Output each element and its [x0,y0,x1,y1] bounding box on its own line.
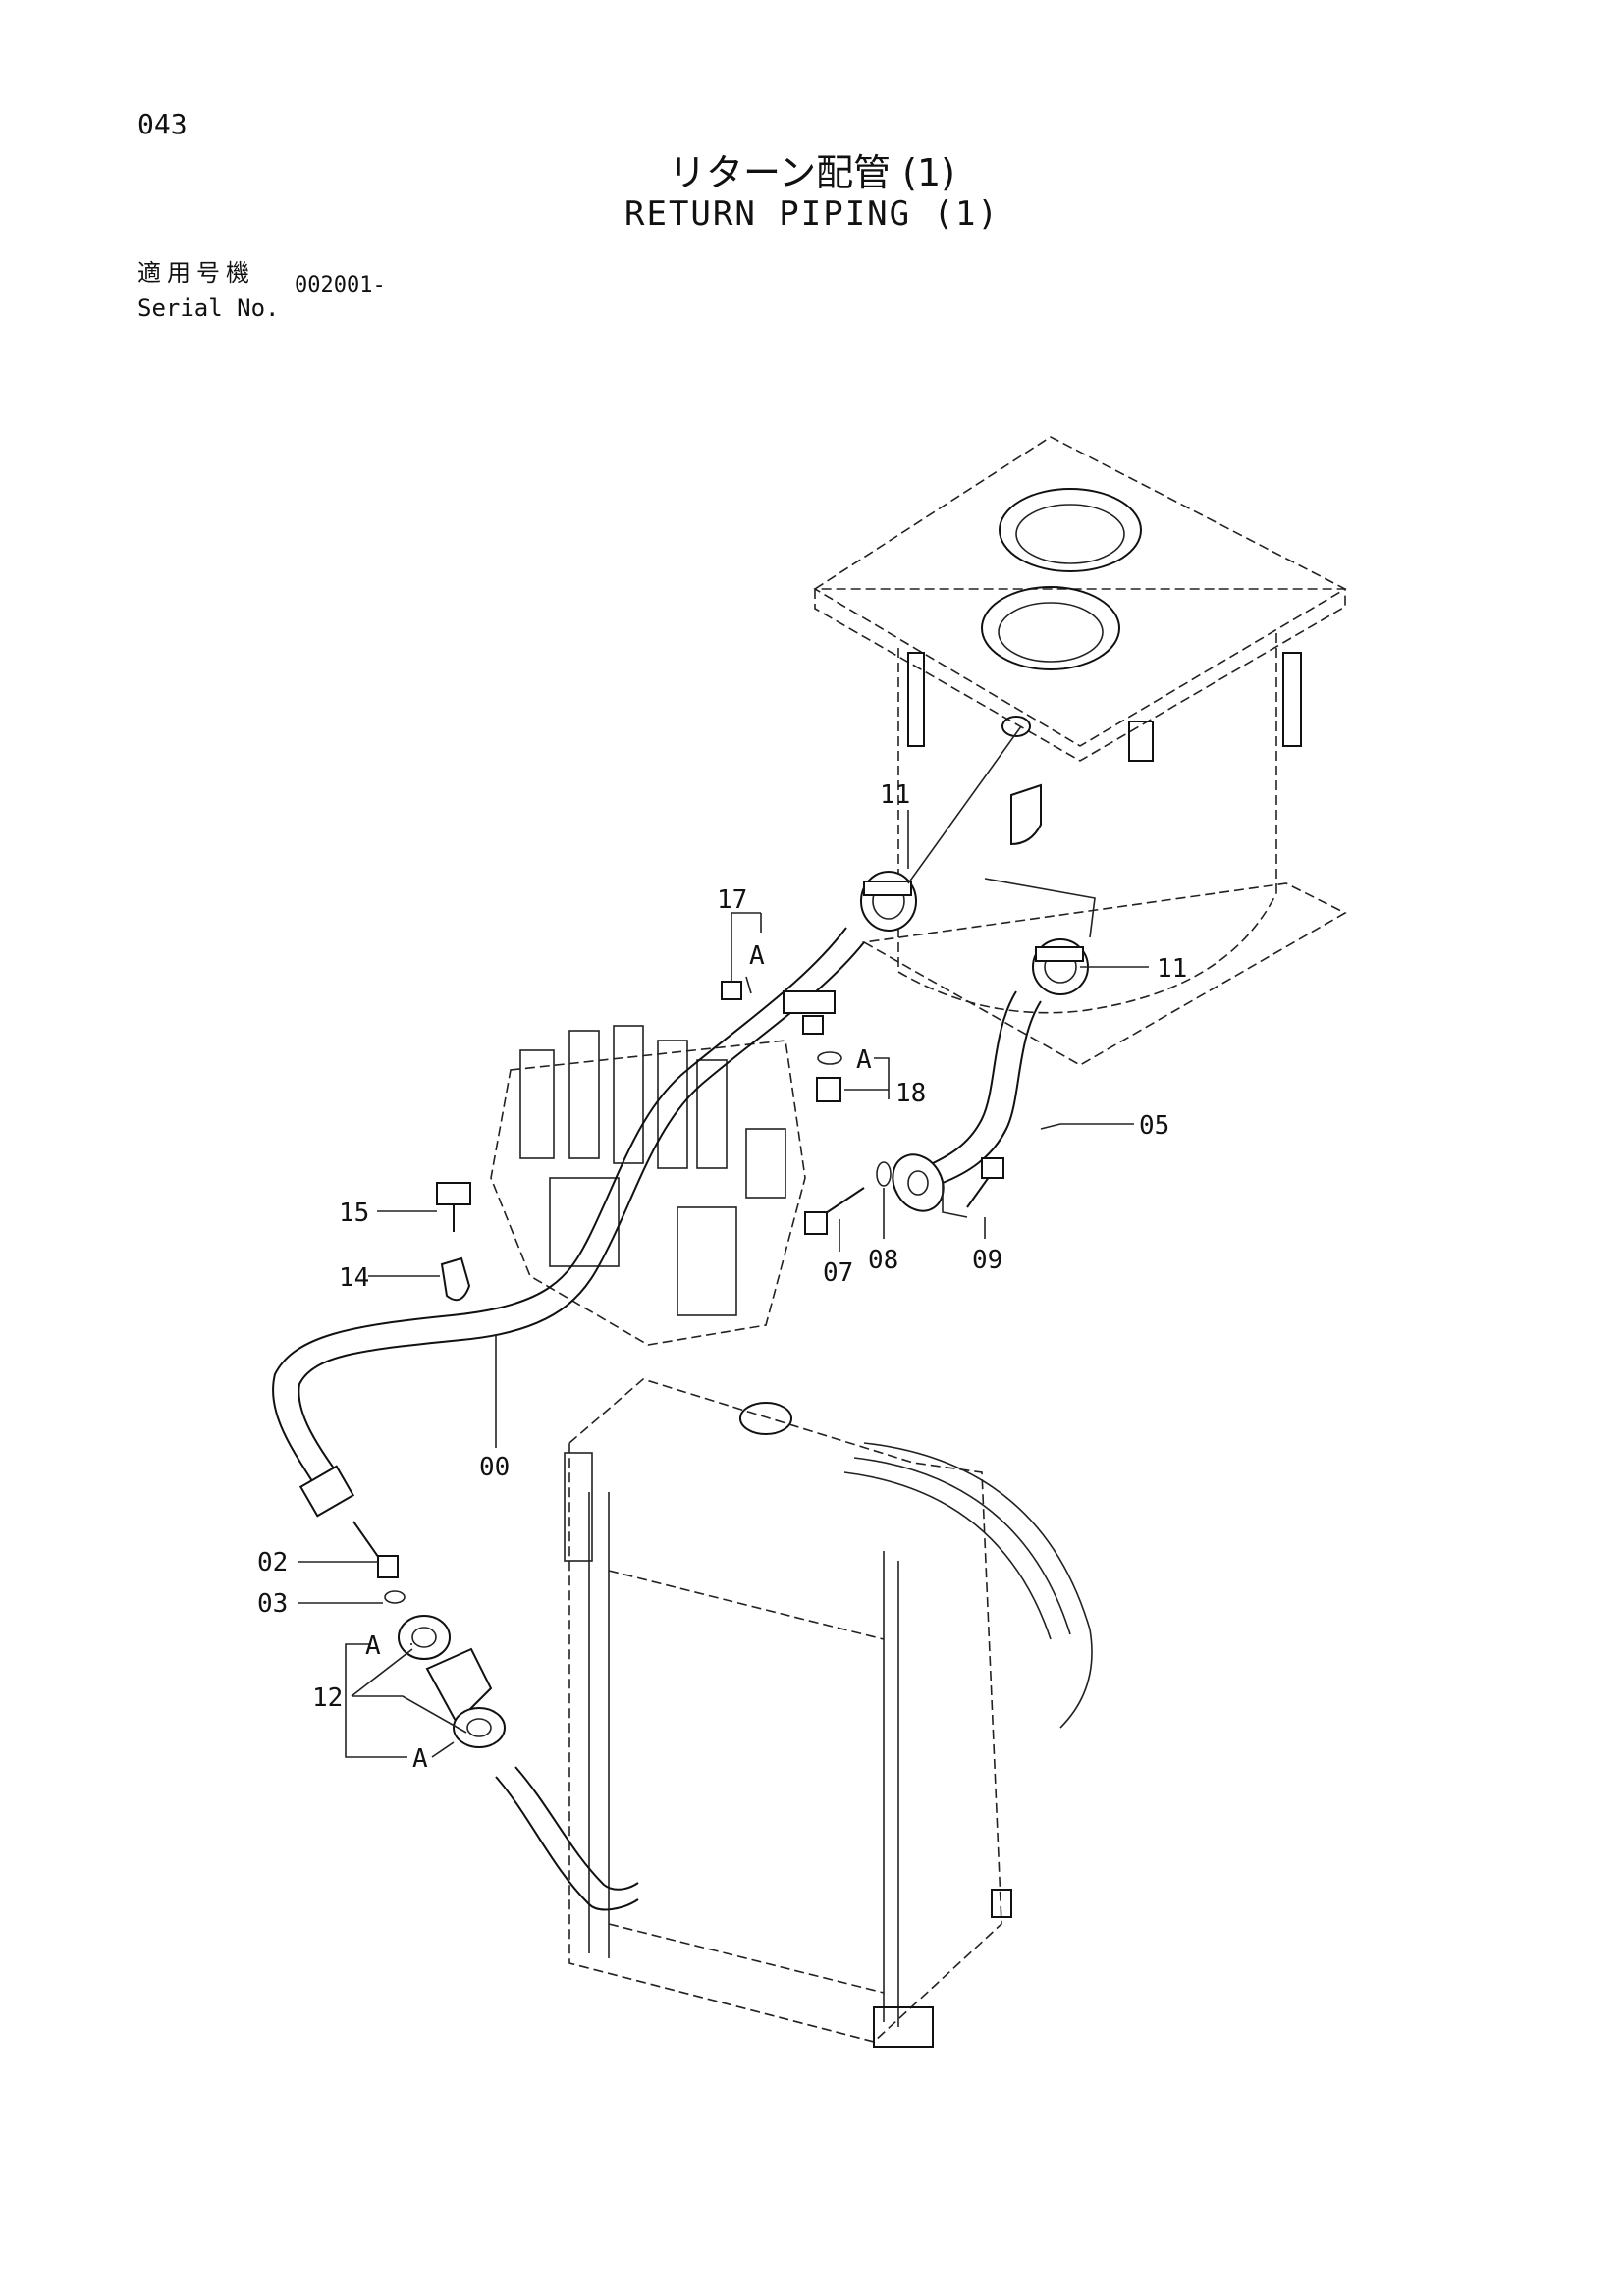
callout-11-lower: 11 [1157,954,1187,984]
callout-15: 15 [339,1199,369,1228]
clamp-14 [440,1256,471,1302]
serial-number-value: 002001- [295,273,386,297]
return-pipe-00 [272,927,865,1518]
callout-12: 12 [312,1683,343,1713]
page-title-english: RETURN PIPING (1) [624,194,1000,234]
plug-18 [816,1051,842,1102]
callout-02: 02 [257,1548,288,1577]
serial-label-japanese: 適用号機 [137,259,255,287]
callout-00: 00 [479,1453,510,1482]
hose-clamp-lower [1032,938,1089,995]
leader-lines [298,810,1149,1758]
control-valve [490,1025,806,1346]
callout-05: 05 [1139,1111,1169,1141]
callout-08: 08 [868,1246,898,1275]
o-ring-08 [876,1161,892,1187]
lower-hose [495,1766,639,1911]
callout-18: 18 [895,1079,926,1108]
callout-a-1: A [749,941,765,971]
joint-12 [398,1615,506,1748]
callout-07: 07 [823,1258,853,1288]
callout-03: 03 [257,1589,288,1619]
hydraulic-tank [813,436,1347,1066]
callout-17: 17 [717,885,747,915]
callout-09: 09 [972,1246,1002,1275]
bolt-07 [804,1187,865,1235]
callout-a-4: A [412,1744,428,1774]
bolt-15 [436,1182,471,1232]
adapter-02 [352,1521,399,1578]
hose-clamp-upper [860,725,1022,932]
callout-11-upper: 11 [880,780,910,810]
radiator [564,1378,1093,2048]
page-title-japanese: リターン配管 (1) [668,151,955,194]
serial-label-english: Serial No. [137,294,280,322]
page-number: 043 [137,108,188,140]
callout-a-2: A [856,1045,872,1075]
bolt-09 [942,1157,1004,1218]
return-pipe-05 [892,990,1042,1212]
callout-a-3: A [365,1631,381,1661]
callout-14: 14 [339,1263,369,1293]
o-ring-03 [384,1590,406,1604]
